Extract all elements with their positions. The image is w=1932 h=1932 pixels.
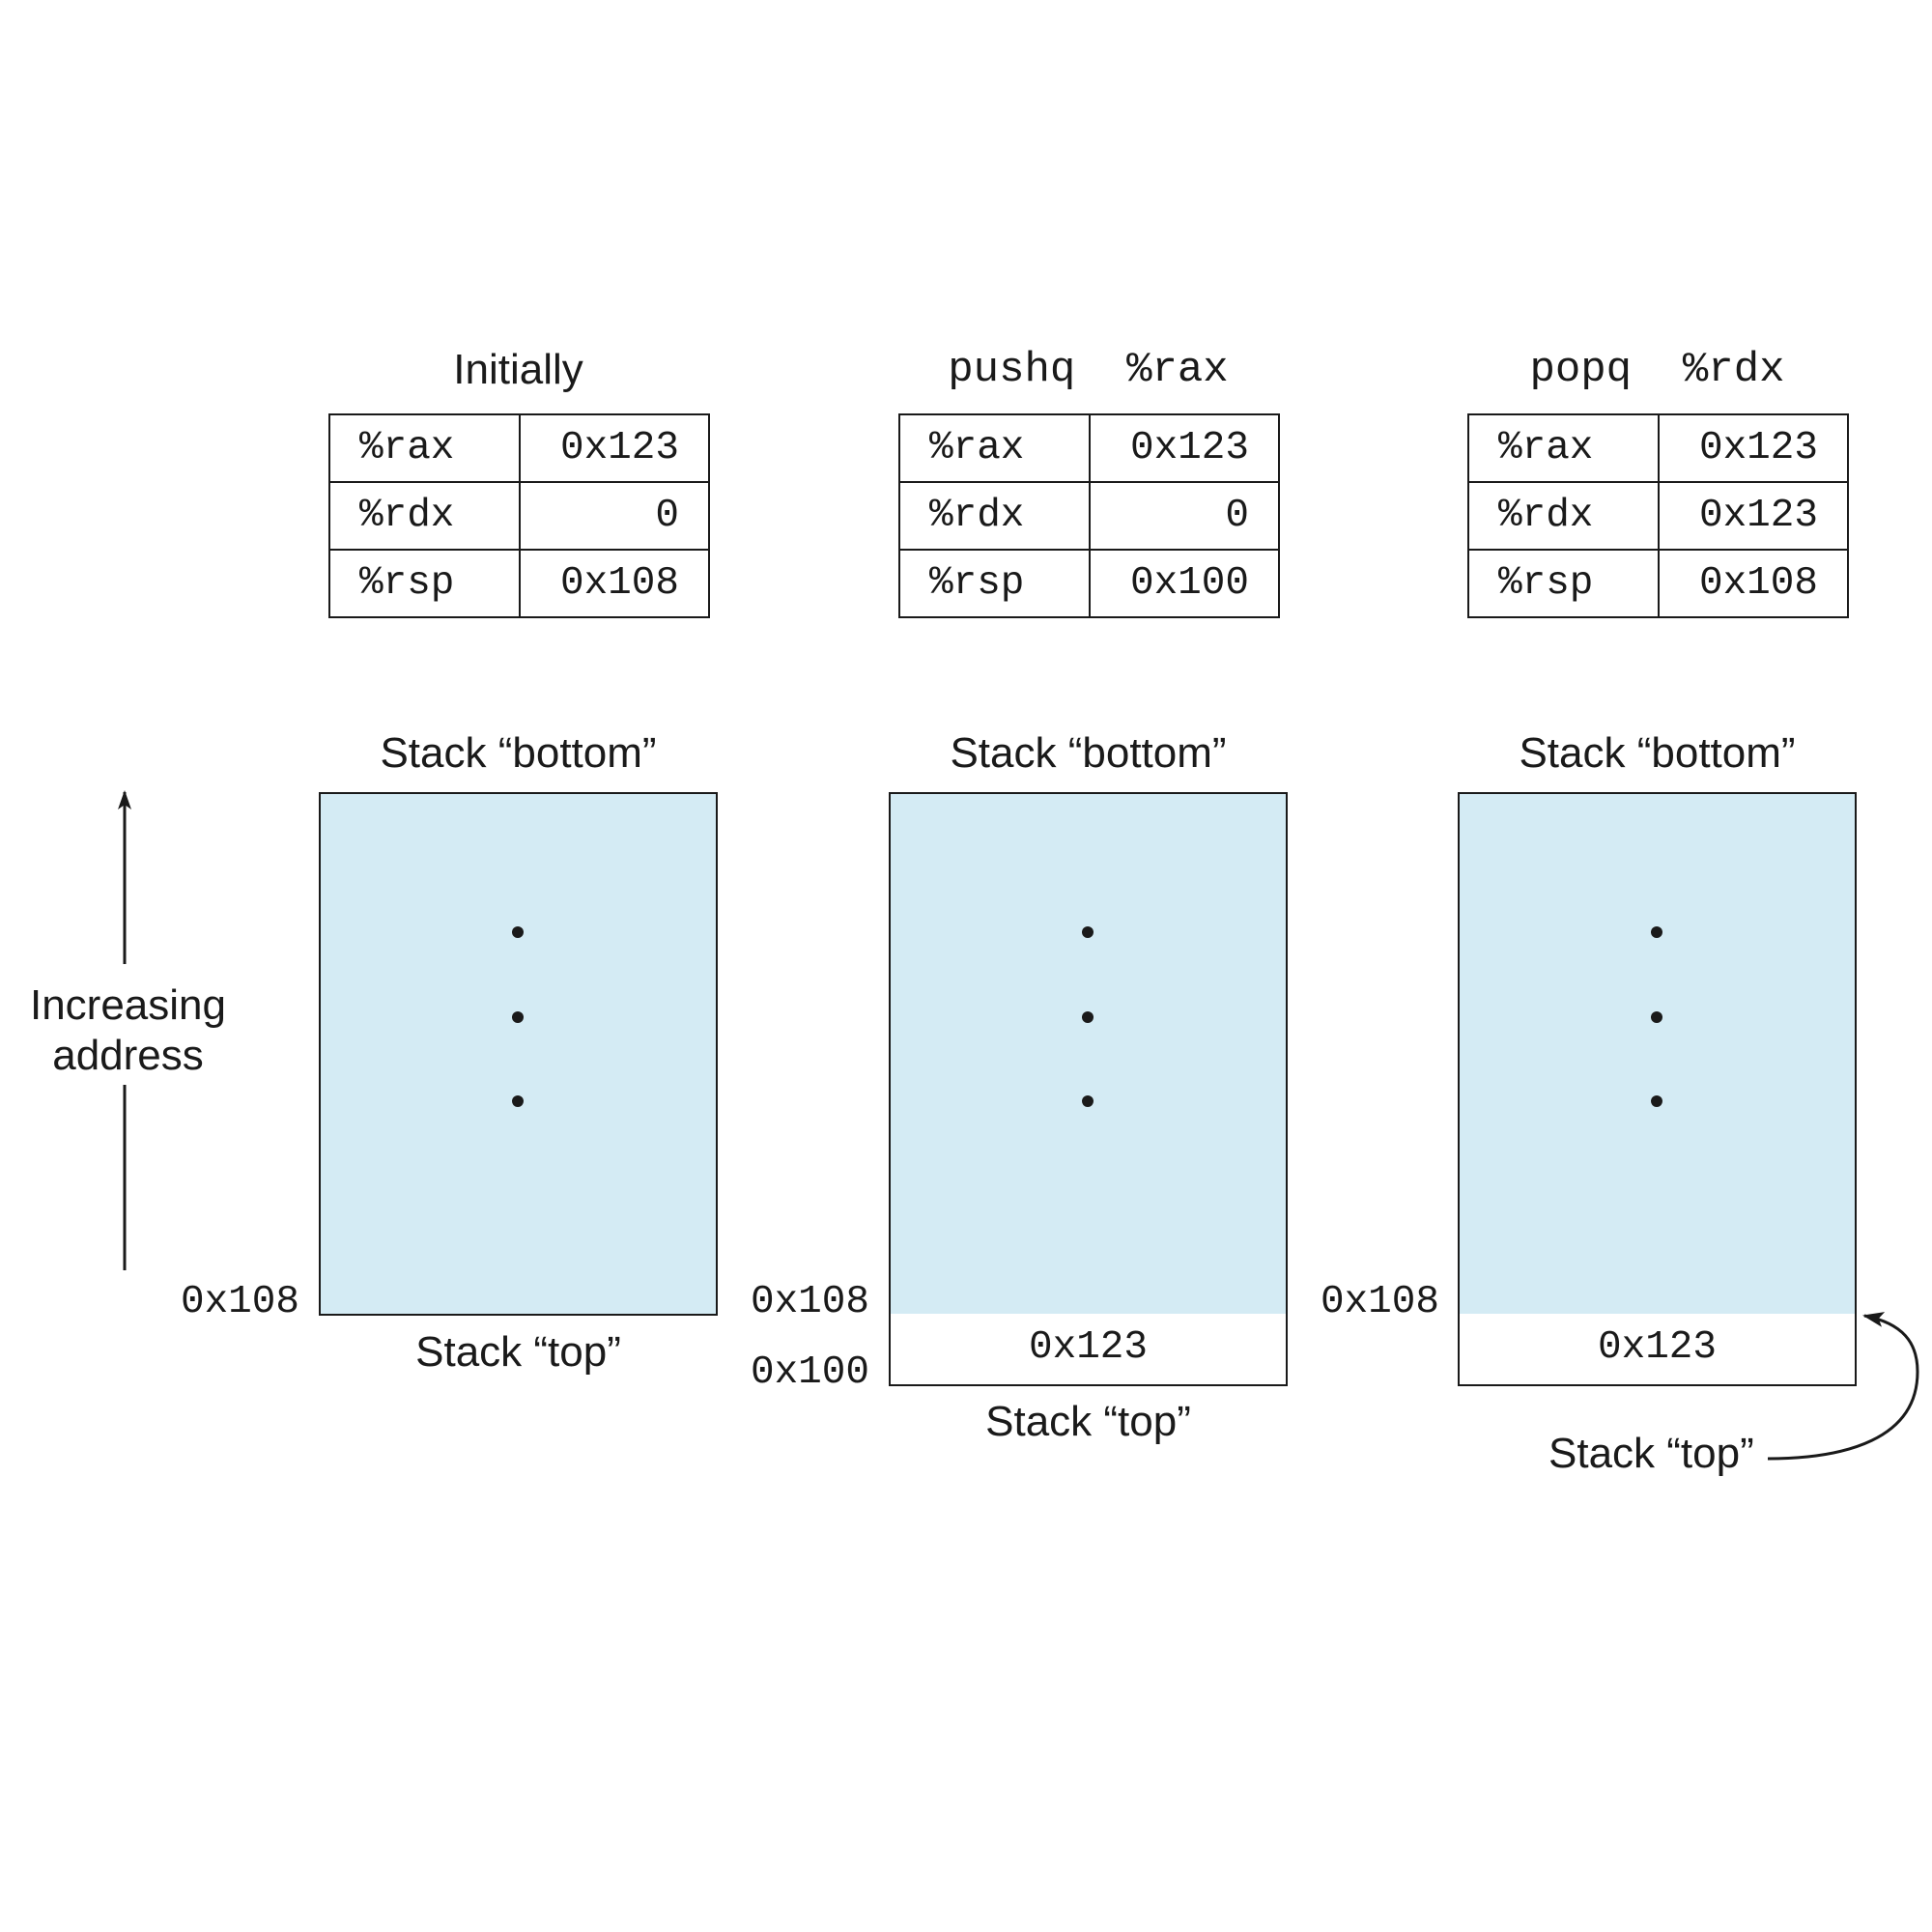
panel-initially-heading: Initially <box>453 346 583 393</box>
register-name: %rdx <box>1467 481 1660 551</box>
panel-pushq-stack-bottom-label: Stack “bottom” <box>950 729 1227 777</box>
panel-initially-register-table: %rax 0x123 %rdx 0 %rsp 0x108 <box>328 413 710 618</box>
axis-label-line1: Increasing <box>29 981 226 1029</box>
register-name: %rsp <box>1467 549 1660 618</box>
panel-popq-heading: popq %rdx <box>1529 346 1785 394</box>
register-value: 0x108 <box>519 549 710 618</box>
ellipsis-dot <box>512 1095 524 1107</box>
ellipsis-dot <box>1651 926 1662 938</box>
register-value: 0x123 <box>1658 481 1849 551</box>
register-value: 0x123 <box>519 413 710 483</box>
table-row: %rsp 0x100 <box>898 549 1280 618</box>
table-row: %rax 0x123 <box>328 413 710 483</box>
ellipsis-dot <box>1651 1095 1662 1107</box>
register-value: 0 <box>519 481 710 551</box>
table-row: %rdx 0 <box>898 481 1280 551</box>
panel-pushq-stack-top-label: Stack “top” <box>985 1398 1191 1445</box>
table-row: %rsp 0x108 <box>1467 549 1849 618</box>
register-name: %rax <box>328 413 521 483</box>
panel-initially-stack-bottom-label: Stack “bottom” <box>380 729 657 777</box>
table-row: %rax 0x123 <box>1467 413 1849 483</box>
register-name: %rax <box>1467 413 1660 483</box>
ellipsis-dot <box>512 1011 524 1023</box>
axis-label: Increasing address <box>19 980 237 1081</box>
panel-popq-stack <box>1458 792 1857 1316</box>
table-row: %rax 0x123 <box>898 413 1280 483</box>
ellipsis-dot <box>512 926 524 938</box>
panel-pushq-stack-cell: 0x123 <box>889 1314 1288 1386</box>
panel-pushq-register-table: %rax 0x123 %rdx 0 %rsp 0x100 <box>898 413 1280 618</box>
table-row: %rdx 0 <box>328 481 710 551</box>
ellipsis-dot <box>1082 1095 1094 1107</box>
table-row: %rsp 0x108 <box>328 549 710 618</box>
register-value: 0x108 <box>1658 549 1849 618</box>
register-name: %rdx <box>328 481 521 551</box>
register-name: %rdx <box>898 481 1091 551</box>
table-row: %rdx 0x123 <box>1467 481 1849 551</box>
register-value: 0x123 <box>1658 413 1849 483</box>
panel-popq-stack-cell: 0x123 <box>1458 1314 1857 1386</box>
register-value: 0x100 <box>1089 549 1280 618</box>
stack-top-pointer-arrow <box>1767 1312 1919 1461</box>
ellipsis-dot <box>1651 1011 1662 1023</box>
panel-pushq-address-0x100: 0x100 <box>750 1350 869 1395</box>
panel-initially-address-0x108: 0x108 <box>180 1280 299 1324</box>
panel-pushq-address-0x108: 0x108 <box>750 1280 869 1324</box>
panel-popq-stack-top-label: Stack “top” <box>1548 1430 1754 1477</box>
ellipsis-dot <box>1082 926 1094 938</box>
register-name: %rsp <box>328 549 521 618</box>
panel-initially-stack <box>319 792 718 1316</box>
register-name: %rax <box>898 413 1091 483</box>
panel-pushq-stack <box>889 792 1288 1316</box>
panel-initially-stack-top-label: Stack “top” <box>415 1328 621 1376</box>
register-name: %rsp <box>898 549 1091 618</box>
axis-label-line2: address <box>52 1032 204 1079</box>
panel-pushq-heading: pushq %rax <box>948 346 1229 394</box>
panel-popq-stack-bottom-label: Stack “bottom” <box>1519 729 1796 777</box>
panel-popq-register-table: %rax 0x123 %rdx 0x123 %rsp 0x108 <box>1467 413 1849 618</box>
register-value: 0x123 <box>1089 413 1280 483</box>
ellipsis-dot <box>1082 1011 1094 1023</box>
panel-popq-address-0x108: 0x108 <box>1320 1280 1439 1324</box>
register-value: 0 <box>1089 481 1280 551</box>
